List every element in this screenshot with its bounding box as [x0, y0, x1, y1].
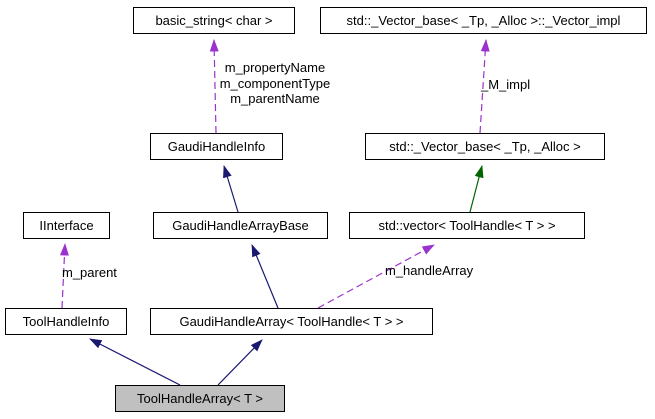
edge-inherit-toolhandlearray-toolhandleinfo — [89, 338, 181, 386]
edge-label-line: m_componentType — [219, 75, 331, 91]
node-gaudi-handle-info[interactable]: GaudiHandleInfo — [150, 133, 283, 160]
node-iinterface[interactable]: IInterface — [23, 212, 110, 239]
node-gaudi-handle-array-base[interactable]: GaudiHandleArrayBase — [153, 212, 328, 239]
edge-label-line: m_parentName — [230, 91, 320, 106]
edge-inherit-gaudihandlearray-arraybase — [251, 244, 279, 309]
edge-usage-propertyname — [209, 39, 219, 134]
edge-inherit-toolhandlearray-gaudihandlearray — [217, 339, 263, 386]
edge-label-line: m_propertyName — [224, 60, 326, 75]
node-std-vector-toolhandle[interactable]: std::vector< ToolHandle< T > > — [349, 212, 585, 239]
node-tool-handle-array: ToolHandleArray< T > — [115, 385, 285, 412]
edge-usage-m-handlearray — [317, 244, 435, 309]
edge-label-m-impl: _M_impl — [481, 77, 531, 92]
edge-label-m-handlearray: m_handleArray — [385, 263, 474, 278]
edge-label-member-names: m_propertyName m_componentType m_parentN… — [214, 60, 336, 107]
edge-inherit-arraybase-handleinfo — [223, 165, 239, 213]
node-basic-string[interactable]: basic_string< char > — [133, 7, 295, 34]
node-gaudi-handle-array[interactable]: GaudiHandleArray< ToolHandle< T > > — [150, 308, 433, 335]
edge-label-m-parent: m_parent — [62, 265, 117, 280]
node-vector-base-vector-impl[interactable]: std::_Vector_base< _Tp, _Alloc >::_Vecto… — [320, 7, 647, 34]
node-std-vector-base[interactable]: std::_Vector_base< _Tp, _Alloc > — [365, 133, 605, 160]
edge-inherit-vector-vectorbase — [469, 165, 484, 213]
edge-usage-m-impl — [479, 39, 490, 134]
node-tool-handle-info[interactable]: ToolHandleInfo — [5, 308, 127, 335]
